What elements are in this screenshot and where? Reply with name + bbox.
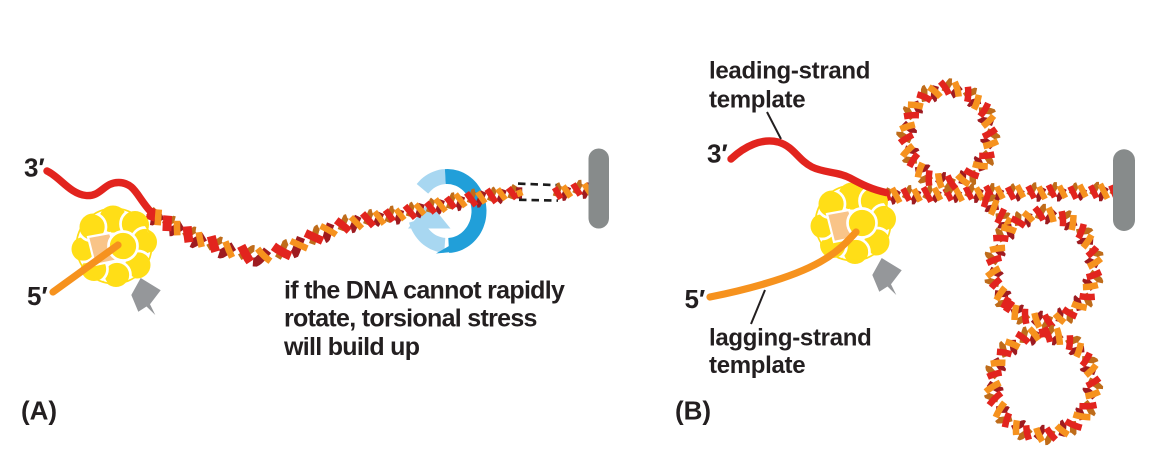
svg-text:5′: 5′ (27, 281, 48, 311)
svg-text:5′: 5′ (685, 284, 706, 314)
svg-text:will build up: will build up (283, 333, 420, 361)
svg-text:rotate, torsional stress: rotate, torsional stress (284, 305, 537, 333)
svg-text:lagging-strand: lagging-strand (709, 325, 871, 352)
svg-text:leading-strand: leading-strand (709, 58, 870, 85)
svg-text:(A): (A) (21, 396, 57, 426)
svg-text:template: template (709, 352, 805, 379)
svg-text:3′: 3′ (24, 153, 45, 183)
svg-text:template: template (709, 87, 805, 114)
svg-text:(B): (B) (675, 396, 711, 426)
svg-text:if the DNA cannot rapidly: if the DNA cannot rapidly (284, 277, 565, 305)
svg-text:3′: 3′ (707, 139, 728, 169)
